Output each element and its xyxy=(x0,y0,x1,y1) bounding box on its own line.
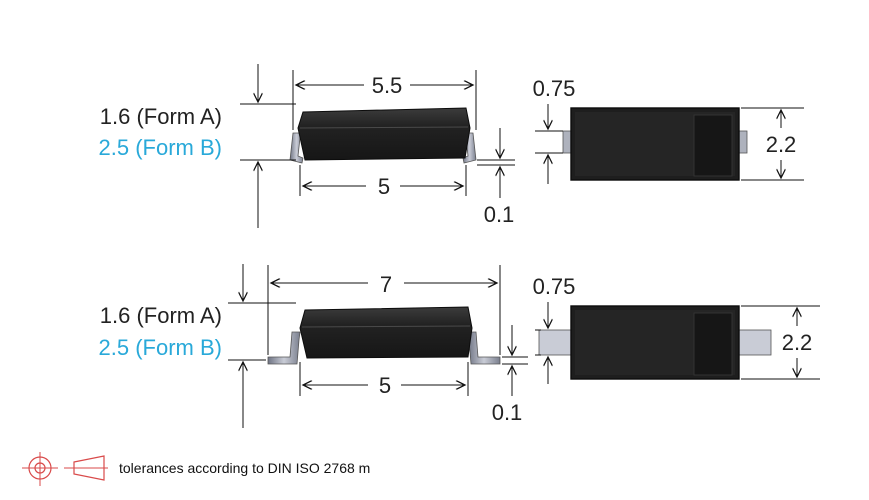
bottom-overall-length-label: 7 xyxy=(380,272,392,297)
top-polarity-mark xyxy=(693,114,733,177)
top-package-body xyxy=(297,107,471,161)
top-body-length-label: 5 xyxy=(378,174,390,199)
top-side-view: 5.5 5 1.6 (Form A) 2.5 (Form B) 0.1 xyxy=(99,64,515,228)
bottom-lead-width-label: 0.75 xyxy=(533,274,576,299)
top-overall-length-label: 5.5 xyxy=(372,73,403,98)
bottom-left-lead xyxy=(267,331,301,365)
first-angle-projection-icon xyxy=(22,452,108,486)
top-lead-width-label: 0.75 xyxy=(533,76,576,101)
bottom-height-form-a-label: 1.6 (Form A) xyxy=(100,303,222,328)
top-height-form-a-label: 1.6 (Form A) xyxy=(100,104,222,129)
bottom-top-view-left-lead xyxy=(538,329,574,356)
top-height-form-b-label: 2.5 (Form B) xyxy=(99,135,222,160)
bottom-polarity-mark xyxy=(693,312,733,376)
top-left-lead xyxy=(289,132,304,164)
bottom-top-view: 0.75 2.2 xyxy=(533,274,820,384)
bottom-body-length-label: 5 xyxy=(379,373,391,398)
tolerance-note: tolerances according to DIN ISO 2768 m xyxy=(119,460,370,476)
bottom-package-body xyxy=(299,306,473,359)
bottom-body-width-label: 2.2 xyxy=(782,330,813,355)
top-top-view: 0.75 2.2 xyxy=(533,76,804,184)
top-standoff-label: 0.1 xyxy=(484,202,515,227)
bottom-top-view-right-lead xyxy=(736,329,772,356)
bottom-side-view: 7 5 1.6 (Form A) 2.5 (Form B) 0.1 xyxy=(99,264,528,428)
bottom-height-form-b-label: 2.5 (Form B) xyxy=(99,335,222,360)
top-body-width-label: 2.2 xyxy=(766,132,797,157)
bottom-standoff-label: 0.1 xyxy=(492,400,523,425)
bottom-right-lead xyxy=(467,331,501,365)
